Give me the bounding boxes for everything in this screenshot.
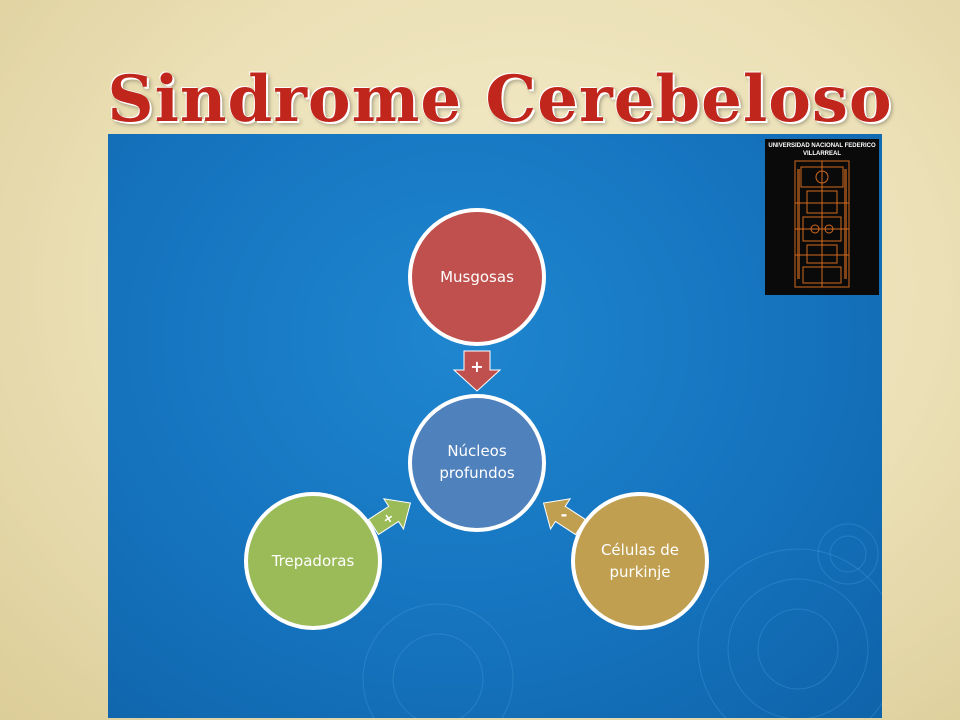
- diagram-panel: Musgosas + Núcleos profundos + - Trepado…: [108, 134, 882, 718]
- ripple-decoration: [362, 523, 882, 718]
- slide-title: Sindrome Cerebeloso: [107, 62, 893, 137]
- arrow-celulas-to-nucleos: [542, 498, 587, 536]
- arrow-celulas-sign: -: [561, 505, 568, 524]
- node-nucleos-label-line2: profundos: [439, 464, 515, 482]
- node-celulas-purkinje: Células de purkinje: [571, 492, 709, 630]
- arrow-musgosas-to-nucleos: +: [452, 350, 502, 392]
- node-celulas-label-line2: purkinje: [610, 563, 671, 581]
- arrow-musgosas-sign: +: [470, 357, 483, 376]
- node-trepadoras-label: Trepadoras: [271, 552, 355, 570]
- logo-institution-name: UNIVERSIDAD NACIONAL FEDERICO VILLARREAL: [768, 143, 876, 157]
- cerebellum-circuit-diagram: Musgosas + Núcleos profundos + - Trepado…: [244, 208, 882, 718]
- node-nucleos-profundos: Núcleos profundos: [408, 394, 546, 532]
- node-nucleos-label-line1: Núcleos: [447, 442, 507, 460]
- logo-emblem-icon: [794, 160, 850, 288]
- node-musgosas-label: Musgosas: [440, 268, 514, 286]
- node-celulas-label-line1: Células de: [601, 541, 679, 559]
- node-musgosas: Musgosas: [408, 208, 546, 346]
- university-logo: UNIVERSIDAD NACIONAL FEDERICO VILLARREAL: [765, 139, 879, 295]
- node-trepadoras: Trepadoras: [244, 492, 382, 630]
- arrow-trepadoras-to-nucleos: +: [367, 498, 412, 536]
